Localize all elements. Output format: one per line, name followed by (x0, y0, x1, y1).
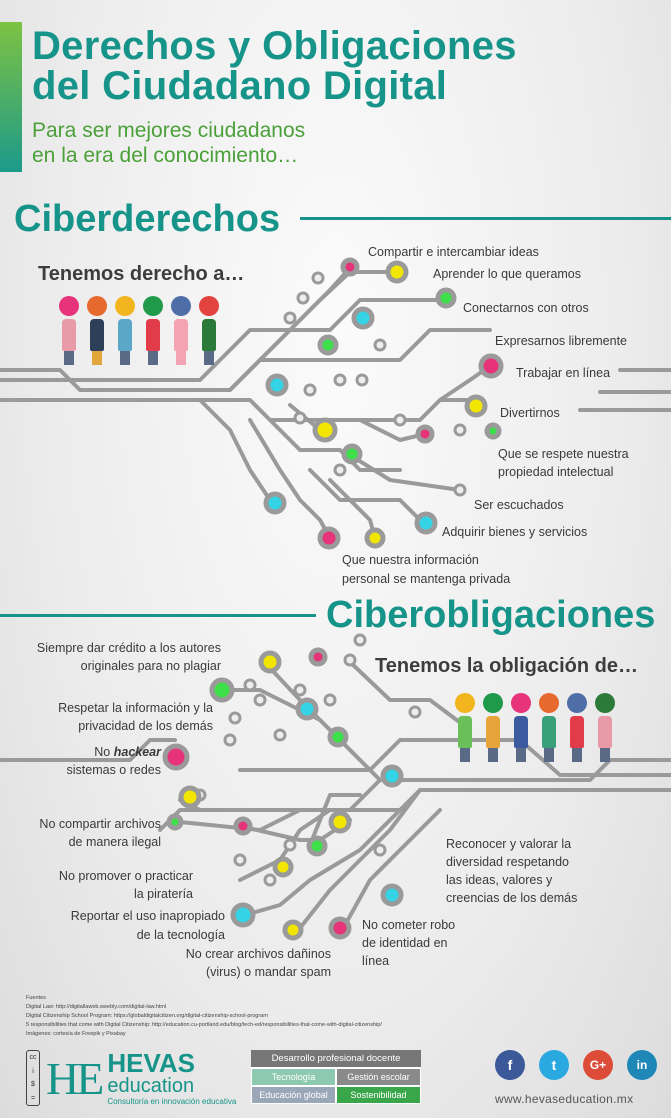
source-link[interactable]: Digital Law: http://digitallaweb.weebly.… (26, 1004, 167, 1010)
services-badges: Desarrollo profesional docente Tecnologí… (251, 1050, 421, 1104)
page-subtitle: Para ser mejores ciudadanos en la era de… (32, 119, 306, 167)
obligation-item: diversidad respetando (446, 855, 569, 869)
right-item: Divertirnos (500, 406, 560, 420)
obligation-item-no-hackear: No hackear (94, 745, 161, 759)
person-figure (86, 296, 108, 365)
right-item: Compartir e intercambiar ideas (368, 245, 539, 259)
obligation-item: originales para no plagiar (80, 659, 221, 673)
logo-sub: education (107, 1075, 195, 1097)
right-item: personal se mantenga privada (342, 572, 511, 586)
linkedin-icon[interactable]: in (627, 1050, 657, 1080)
obligation-item: No crear archivos dañinos (185, 947, 331, 961)
obligation-item: de identidad en (362, 936, 448, 950)
logo-tagline: Consultoría en innovación educativa (107, 1097, 237, 1106)
right-item: Que nuestra información (342, 553, 479, 567)
twitter-icon[interactable]: t (539, 1050, 569, 1080)
person-figure (566, 693, 588, 762)
obligations-lead: Tenemos la obligación de… (375, 655, 639, 677)
obligation-item: sistemas o redes (66, 763, 161, 777)
badge-sustainability: Sostenibilidad (336, 1086, 421, 1104)
obligation-item: línea (362, 954, 390, 968)
person-figure (170, 296, 192, 365)
source-link[interactable]: Digital Citizenship School Program: http… (26, 1013, 268, 1019)
obligation-item: la piratería (133, 887, 193, 901)
person-figure (594, 693, 616, 762)
badge-technology: Tecnología (251, 1068, 336, 1086)
obligation-item: No promover o practicar (58, 869, 193, 883)
facebook-icon[interactable]: f (495, 1050, 525, 1080)
person-figure (142, 296, 164, 365)
right-item: Que se respete nuestra (498, 447, 629, 461)
obligation-item: de manera ilegal (68, 835, 161, 849)
right-item: Trabajar en línea (516, 366, 611, 380)
google-plus-icon[interactable]: G+ (583, 1050, 613, 1080)
person-figure (538, 693, 560, 762)
rights-lead: Tenemos derecho a… (38, 263, 245, 285)
social-links: f t G+ in (495, 1050, 657, 1080)
obligation-item: de la tecnología (136, 928, 225, 942)
person-figure (198, 296, 220, 365)
right-item: Aprender lo que queramos (433, 267, 582, 281)
badge-school-management: Gestión escolar (336, 1068, 421, 1086)
badge-global-education: Educación global (251, 1086, 336, 1104)
source-link[interactable]: 5 responsibilities that come with Digita… (26, 1022, 382, 1028)
obligations-heading: Ciberobligaciones (326, 594, 656, 636)
obligation-item: privacidad de los demás (78, 719, 213, 733)
obligation-item: No cometer robo (362, 918, 456, 932)
person-figure (482, 693, 504, 762)
right-item: Adquirir bienes y servicios (442, 525, 588, 539)
person-figure (114, 296, 136, 365)
rights-heading: Ciberderechos (14, 198, 281, 240)
logo-name: HEVAS (107, 1048, 195, 1078)
right-item: propiedad intelectual (498, 465, 614, 479)
obligation-item: Siempre dar crédito a los autores (36, 641, 221, 655)
people-group-obligations (454, 693, 616, 762)
badge-professional-development: Desarrollo profesional docente (251, 1050, 421, 1068)
obligation-item: Reportar el uso inapropiado (70, 909, 225, 923)
sources-title: Fuentes (26, 995, 46, 1001)
right-item: Expresarnos libremente (495, 334, 628, 348)
person-figure (58, 296, 80, 365)
person-figure (454, 693, 476, 762)
person-figure (510, 693, 532, 762)
obligation-item: No compartir archivos (39, 817, 161, 831)
obligation-item: creencias de los demás (446, 891, 578, 905)
obligations-rule (0, 614, 316, 617)
sources-block: Fuentes Digital Law: http://digitallaweb… (26, 994, 382, 1039)
logo-monogram: HE (46, 1052, 104, 1104)
obligation-item: (virus) o mandar spam (205, 965, 331, 979)
right-item: Conectarnos con otros (463, 301, 589, 315)
obligation-item: Reconocer y valorar la (446, 837, 572, 851)
rights-rule (300, 217, 671, 220)
source-credit: Imágenes: cortesía de Freepik y Pixabay (26, 1031, 126, 1037)
website-link[interactable]: www.hevaseducation.mx (495, 1092, 634, 1106)
accent-bar (0, 22, 22, 172)
right-item: Ser escuchados (474, 498, 564, 512)
obligation-item: Respetar la información y la (58, 701, 213, 715)
page-title: Derechos y Obligaciones del Ciudadano Di… (32, 24, 517, 108)
obligation-item: las ideas, valores y (446, 873, 553, 887)
people-group-rights (58, 296, 220, 365)
